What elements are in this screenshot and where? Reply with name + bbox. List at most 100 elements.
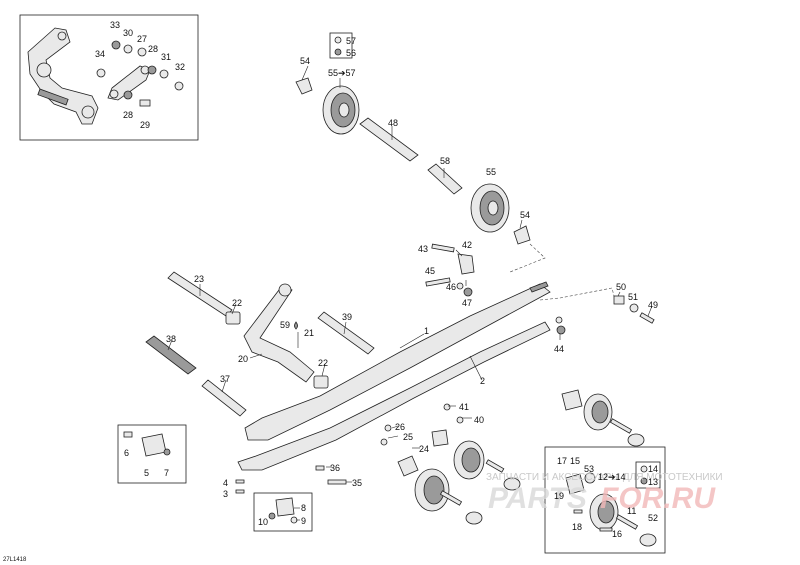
label-35: 35 [352, 478, 362, 488]
rear-arm-bracket [27, 27, 99, 125]
label-37: 37 [220, 374, 230, 384]
pin-38 [145, 335, 197, 375]
label-26: 26 [395, 422, 405, 432]
bolt-lower-a [439, 490, 463, 506]
inset-box-lower-right [544, 446, 666, 554]
label-19: 19 [554, 491, 564, 501]
label-22b: 22 [318, 358, 328, 368]
washer-51-top [629, 303, 639, 313]
label-42: 42 [462, 240, 472, 250]
dashed-leader-right [539, 287, 616, 301]
wheel-right-lower [589, 493, 619, 531]
label-13: 13 [648, 477, 658, 487]
bolt-right-upper [609, 418, 633, 434]
cap-lower-b [503, 477, 521, 491]
nut-47 [463, 287, 473, 297]
shaft-37 [201, 379, 247, 417]
bolt-45 [425, 277, 451, 287]
label-33: 33 [110, 20, 120, 30]
washer-41 [443, 403, 451, 411]
label-20: 20 [238, 354, 248, 364]
spacer-22a [225, 311, 241, 325]
watermark-logo: PARTS FOR.RU [488, 482, 716, 515]
label-5: 5 [144, 468, 149, 478]
washer-46 [456, 282, 464, 290]
bolt-35 [327, 479, 347, 485]
label-59: 59 [280, 320, 290, 330]
cap-lower-a [465, 511, 483, 525]
label-14: 14 [648, 464, 658, 474]
rail-2 [237, 321, 551, 471]
bearing-28a [147, 65, 157, 75]
bolt-36 [315, 465, 325, 471]
label-43: 43 [418, 244, 428, 254]
wheel-lower-left [414, 468, 450, 512]
spacer-58 [427, 163, 463, 195]
washer-53 [584, 472, 596, 484]
inset-box-top-left [19, 14, 199, 141]
nut-56 [334, 48, 342, 56]
label-10: 10 [258, 517, 268, 527]
label-29: 29 [140, 120, 150, 130]
bolt-lower-b [485, 459, 505, 473]
nut-7 [163, 448, 171, 456]
cap-52 [639, 533, 657, 547]
kit-box-13-14 [635, 461, 661, 489]
bracket-42 [457, 253, 475, 275]
label-24: 24 [419, 444, 429, 454]
nut-10 [268, 512, 276, 520]
label-6: 6 [124, 448, 129, 458]
label-7: 7 [164, 468, 169, 478]
label-46: 46 [446, 282, 456, 292]
washer-30 [123, 44, 133, 54]
label-23: 23 [194, 274, 204, 284]
label-48: 48 [388, 118, 398, 128]
label-30: 30 [123, 28, 133, 38]
inset-box-bottom [253, 492, 313, 532]
label-18: 18 [572, 522, 582, 532]
nut-33 [111, 40, 121, 50]
washer-57 [334, 36, 342, 44]
bushing-34 [96, 68, 106, 78]
label-40: 40 [474, 415, 484, 425]
label-45: 45 [425, 266, 435, 276]
label-58: 58 [440, 156, 450, 166]
bolt-43 [431, 243, 455, 253]
label-53: 53 [584, 464, 594, 474]
washer-44b [555, 316, 563, 324]
label-38: 38 [166, 334, 176, 344]
washer-26 [384, 424, 392, 432]
bolt-16 [599, 527, 613, 532]
label-39: 39 [342, 312, 352, 322]
washer-31 [159, 69, 169, 79]
label-44: 44 [554, 344, 564, 354]
label-32: 32 [175, 62, 185, 72]
slider-shoe-5 [141, 433, 167, 457]
label-54a: 54 [300, 56, 310, 66]
label-52: 52 [648, 513, 658, 523]
nut-13 [640, 477, 648, 485]
shaft-39 [317, 311, 375, 355]
label-54b: 54 [520, 210, 530, 220]
watermark-brand-part1: PARTS [488, 482, 587, 515]
shaft-48 [359, 117, 419, 162]
label-31: 31 [161, 52, 171, 62]
bushing-27 [137, 47, 147, 57]
rail-1-slot [529, 281, 549, 293]
label-22a: 22 [232, 298, 242, 308]
label-21: 21 [304, 328, 314, 338]
label-57: 57 [346, 36, 356, 46]
wheel-lower-mid [453, 440, 485, 480]
label-50: 50 [616, 282, 626, 292]
idler-wheel-upper [322, 85, 360, 135]
bracket-mid [431, 429, 449, 447]
label-2: 2 [480, 376, 485, 386]
bolt-4 [235, 479, 245, 484]
diagram-id: 27L1418 [3, 557, 27, 563]
wheel-right-upper [583, 393, 613, 431]
label-28a: 28 [148, 44, 158, 54]
bolt-49 [639, 312, 655, 324]
label-11: 11 [627, 506, 636, 516]
cap-right-upper [627, 433, 645, 447]
